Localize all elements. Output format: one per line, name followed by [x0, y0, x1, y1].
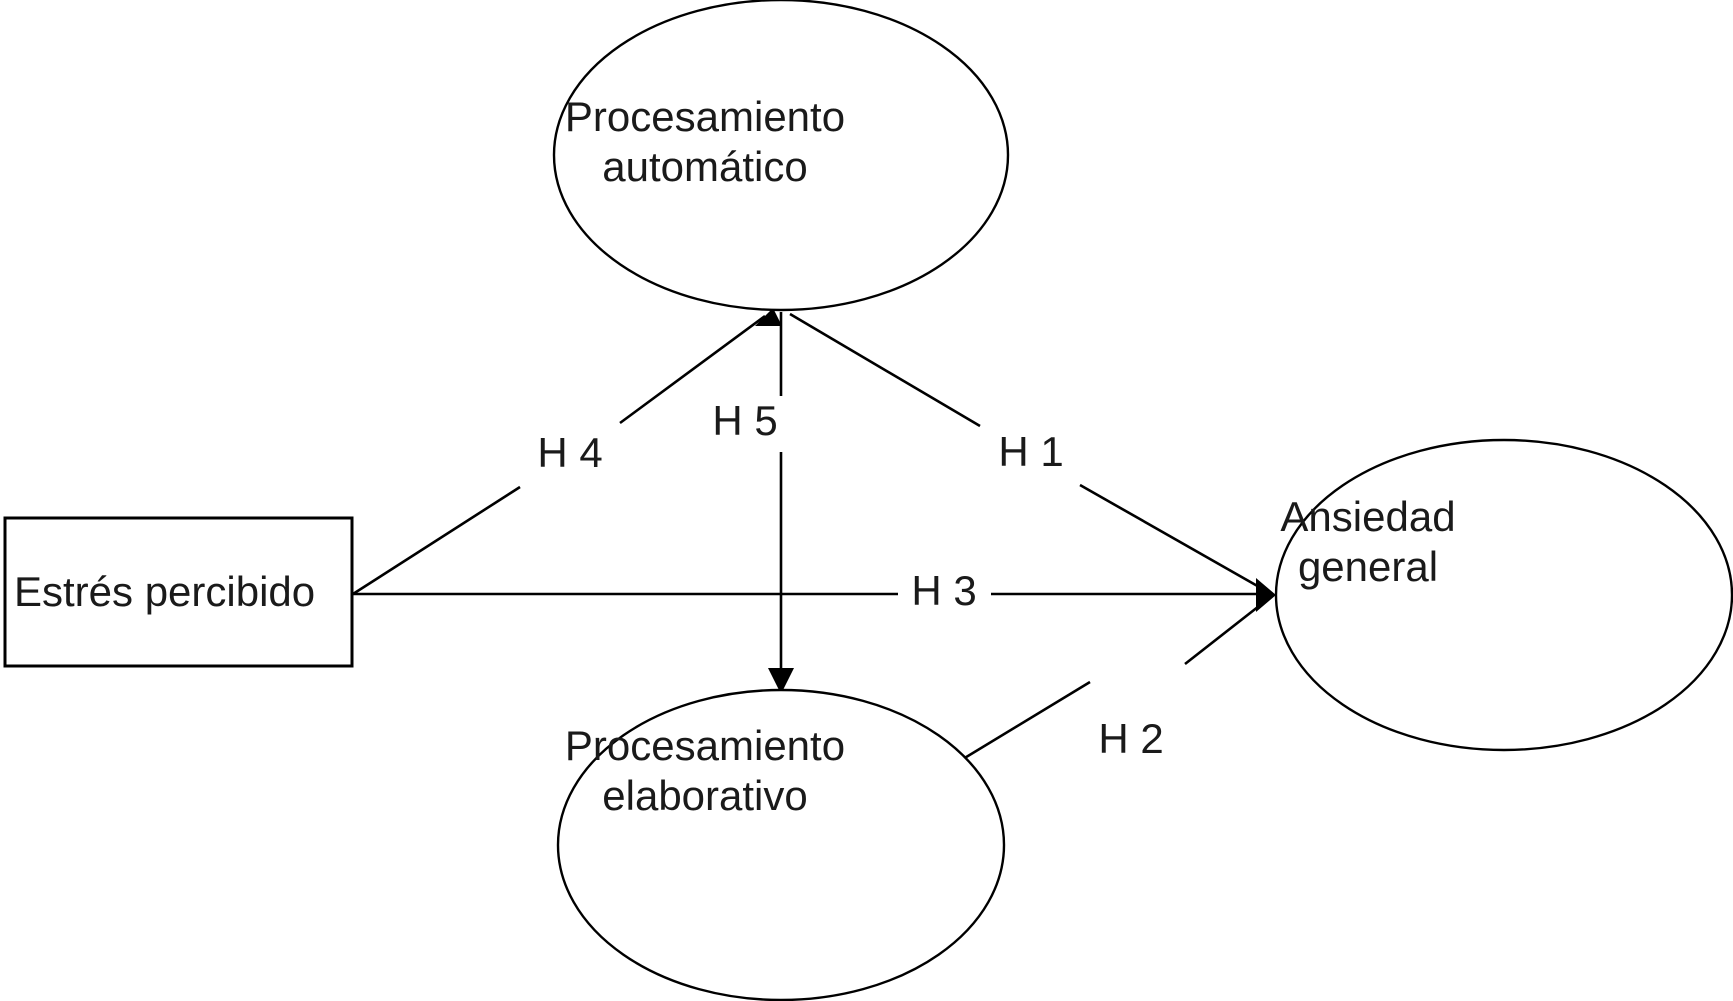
edge-label-h1: H 1	[998, 428, 1063, 475]
edge-h4-arrowhead	[755, 308, 782, 326]
edge-h2-segment-upper	[1184, 597, 1269, 666]
node-ansiedad-general-label-line2: general	[1298, 543, 1438, 590]
edge-h5-arrowhead	[768, 668, 794, 694]
edge-label-h3: H 3	[911, 567, 976, 614]
node-procesamiento-automatico[interactable]: Procesamiento automático	[552, 0, 1010, 312]
edge-h4[interactable]	[352, 308, 782, 596]
edge-h4-segment-upper	[619, 314, 766, 425]
edge-h1-segment-upper	[789, 312, 981, 428]
node-ansiedad-general-label-line1: Ansiedad	[1280, 493, 1455, 540]
edge-label-h2: H 2	[1098, 715, 1163, 762]
node-ansiedad-general-shape	[1274, 438, 1733, 752]
edge-label-h4: H 4	[537, 429, 602, 476]
edge-h1-segment-lower	[1079, 483, 1269, 594]
ansiedad-arrowhead	[1256, 578, 1276, 612]
edge-h5[interactable]	[768, 312, 794, 694]
edge-label-h5: H 5	[712, 397, 777, 444]
node-procesamiento-automatico-label-line1: Procesamiento	[565, 93, 845, 140]
node-estres-percibido-label: Estrés percibido	[14, 568, 315, 615]
node-procesamiento-automatico-shape	[552, 0, 1010, 312]
node-estres-percibido[interactable]: Estrés percibido	[3, 516, 354, 668]
node-estres-percibido-shape	[3, 516, 354, 668]
node-procesamiento-automatico-label-line2: automático	[602, 143, 807, 190]
node-procesamiento-elaborativo-label-line1: Procesamiento	[565, 722, 845, 769]
node-procesamiento-elaborativo-label-line2: elaborativo	[602, 772, 807, 819]
edge-h1[interactable]	[789, 312, 1269, 594]
node-ansiedad-general[interactable]: Ansiedad general	[1274, 438, 1733, 752]
node-procesamiento-elaborativo[interactable]: Procesamiento elaborativo	[556, 688, 1006, 1001]
edge-h4-segment-lower	[352, 485, 521, 596]
node-procesamiento-elaborativo-shape	[556, 688, 1006, 1001]
